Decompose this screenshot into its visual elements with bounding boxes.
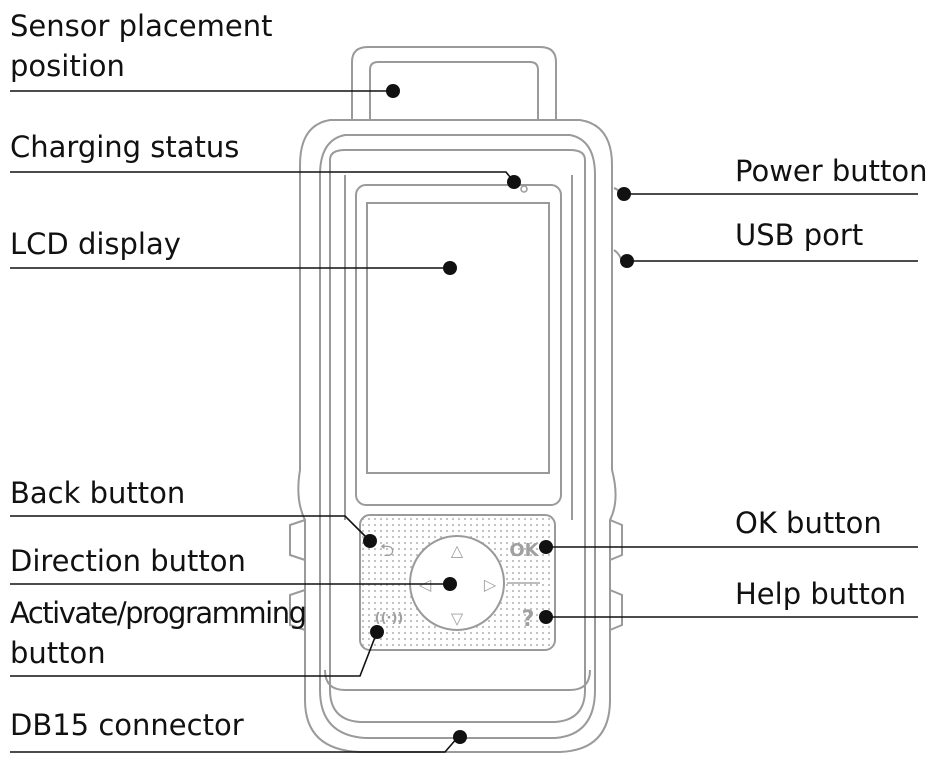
direction-pad[interactable] [409, 535, 505, 631]
label-ok-button: OK button [735, 506, 882, 540]
help-key-glyph[interactable]: ? [522, 607, 535, 632]
label-lcd-display: LCD display [10, 227, 181, 261]
label-help-button: Help button [735, 577, 906, 611]
ok-key-glyph[interactable]: OK [509, 540, 539, 561]
back-arrow-icon[interactable]: ⮌ [380, 540, 394, 561]
down-arrow-icon[interactable]: ▽ [451, 609, 464, 628]
label-sensor-placement-line2: position [10, 49, 125, 83]
label-direction-button: Direction button [10, 544, 246, 578]
label-power-button: Power button [735, 154, 928, 188]
leader-lines [10, 90, 918, 753]
activate-signal-icon[interactable]: ((·)) [375, 611, 404, 626]
label-sensor-placement-line1: Sensor placement [10, 9, 273, 43]
label-charging-status: Charging status [10, 130, 240, 164]
label-back-button: Back button [10, 476, 186, 510]
leader-dots [363, 84, 634, 744]
device-outline [289, 46, 623, 753]
charging-led [520, 185, 528, 193]
right-arrow-icon[interactable]: ▷ [484, 575, 497, 594]
label-usb-port: USB port [735, 218, 864, 252]
keypad [359, 514, 556, 651]
label-db15-connector: DB15 connector [10, 708, 244, 742]
up-arrow-icon[interactable]: △ [451, 541, 464, 560]
label-activate-programming-line2: button [10, 636, 106, 670]
label-activate-programming-line1: Activate/programming [10, 596, 307, 630]
